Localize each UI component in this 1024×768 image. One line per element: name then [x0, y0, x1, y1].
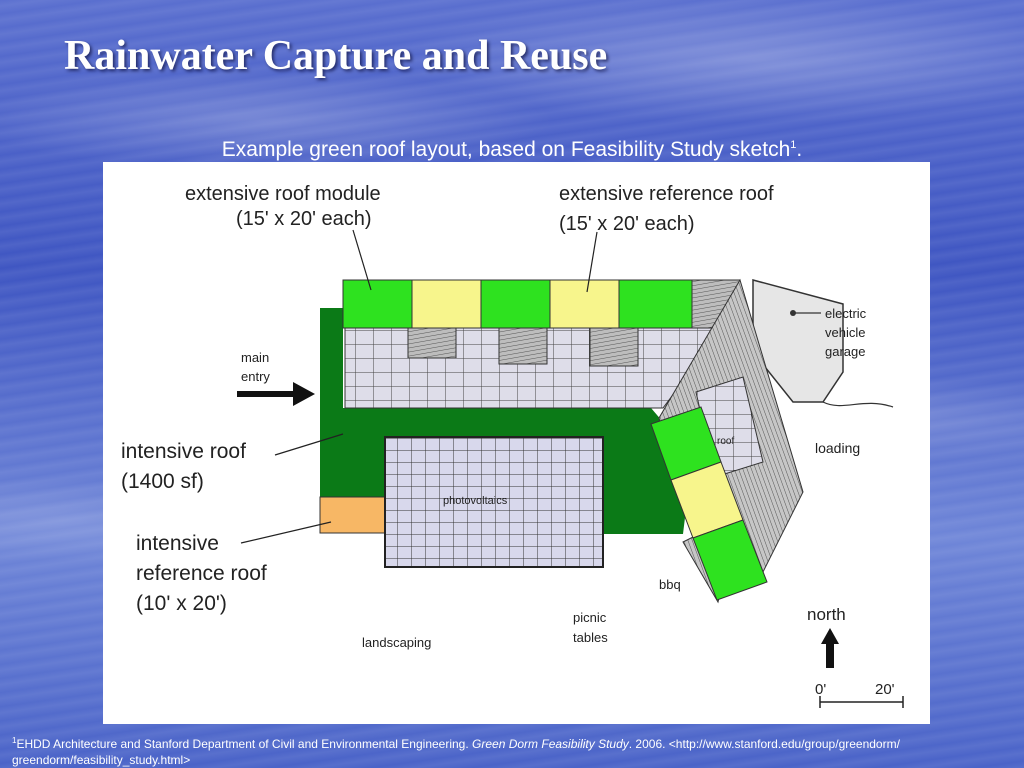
roof-notch-3	[589, 327, 639, 367]
green-roof-layout-figure: extensive roof module (15' x 20' each) e…	[103, 162, 930, 724]
intensive-reference-roof	[319, 496, 386, 534]
footnote-text: EHDD Architecture and Stanford Departmen…	[16, 737, 473, 751]
label-scale-start: 0'	[815, 681, 826, 698]
label-intensive-reference-size: (10' x 20')	[136, 592, 227, 615]
caption-text: Example green roof layout, based on Feas…	[221, 138, 791, 161]
leader-extensive-module	[352, 229, 372, 291]
label-electric: electric	[825, 306, 867, 321]
roof-notch-2	[498, 327, 548, 365]
footnote-url-continued: greendorm/feasibility_study.html>	[12, 753, 191, 767]
footnote: 1EHDD Architecture and Stanford Departme…	[12, 733, 1012, 768]
extensive-module-5	[692, 519, 768, 601]
label-extensive-module: extensive roof module	[185, 183, 381, 205]
extensive-module-2	[480, 279, 551, 329]
label-extensive-reference-size: (15' x 20' each)	[559, 213, 695, 235]
leader-intensive-reference	[240, 521, 332, 544]
footnote-citation: . 2006. <http://www.stanford.edu/group/g…	[628, 737, 900, 751]
footnote-marker: 1	[12, 736, 17, 745]
label-photovoltaics: photovoltaics	[443, 495, 508, 507]
extensive-reference-1	[411, 279, 482, 329]
label-vehicle: vehicle	[825, 325, 865, 340]
leader-extensive-reference	[586, 231, 598, 293]
extensive-module-3	[618, 279, 693, 329]
figure-caption: Example green roof layout, based on Feas…	[0, 138, 1024, 162]
extensive-reference-2	[549, 279, 620, 329]
garage-pointer-dot	[790, 310, 796, 316]
label-loading: loading	[815, 440, 860, 456]
label-intensive-roof-area: (1400 sf)	[121, 470, 204, 493]
label-garage: garage	[825, 344, 865, 359]
leader-intensive-roof	[274, 433, 344, 456]
label-picnic: picnic	[573, 610, 607, 625]
label-intensive-reference: intensive	[136, 532, 219, 555]
label-intensive-reference-roof: reference roof	[136, 562, 267, 585]
roof-plan-drawing: extensive roof module (15' x 20' each) e…	[121, 183, 904, 708]
label-extensive-module-size: (15' x 20' each)	[236, 208, 372, 230]
label-intensive-roof: intensive roof	[121, 440, 246, 463]
site-boundary-line	[822, 401, 894, 408]
label-main: main	[241, 350, 269, 365]
photovoltaic-array	[384, 436, 604, 568]
roof-notch-1	[407, 327, 457, 359]
north-arrow-icon	[821, 628, 839, 668]
label-tables: tables	[573, 630, 608, 645]
slide-title: Rainwater Capture and Reuse	[64, 33, 608, 79]
footnote-title: Green Dorm Feasibility Study	[472, 737, 629, 751]
label-extensive-reference: extensive reference roof	[559, 183, 774, 205]
label-landscaping: landscaping	[362, 635, 431, 650]
caption-footnote-ref: 1	[790, 139, 797, 151]
caption-end: .	[796, 138, 803, 161]
label-north: north	[807, 605, 846, 624]
main-entry-arrow	[237, 382, 315, 406]
label-bbq: bbq	[659, 577, 681, 592]
label-scale-end: 20'	[875, 681, 895, 698]
label-entry: entry	[241, 369, 270, 384]
label-roof: roof	[717, 436, 734, 447]
extensive-module-1	[342, 279, 413, 329]
